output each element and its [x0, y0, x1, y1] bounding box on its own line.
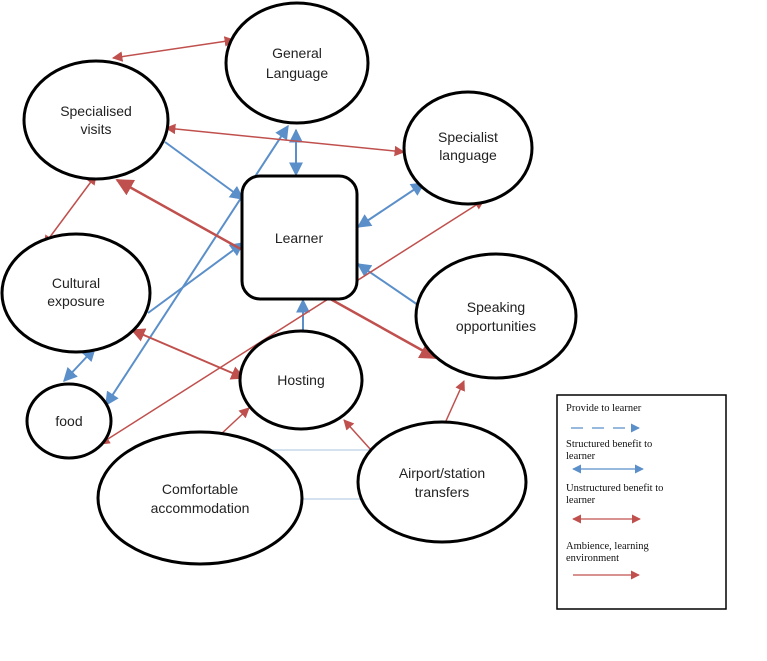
node-comfortable-accommodation-label-1: Comfortable [162, 481, 238, 497]
node-specialised-visits-label-2: visits [80, 121, 111, 137]
node-learner-label: Learner [275, 230, 324, 246]
node-food: food [25, 382, 113, 460]
legend: Provide to learner Structured benefit to… [556, 394, 727, 610]
node-specialist-language: Specialist language [402, 90, 534, 206]
node-learner: Learner [240, 174, 359, 301]
node-specialist-language-label-1: Specialist [438, 129, 498, 145]
arrow-specialist-language-learner [356, 182, 426, 228]
arrow-cultural-exposure-to-learner [147, 242, 245, 314]
node-general-language-label-2: Language [266, 65, 329, 81]
node-airport-station-transfers: Airport/station transfers [356, 420, 528, 544]
node-comfortable-accommodation-label-2: accommodation [151, 500, 250, 516]
node-cultural-exposure-label-2: exposure [47, 293, 105, 309]
node-speaking-opportunities: Speaking opportunities [414, 252, 578, 380]
legend-structured-label-2: learner [566, 451, 596, 462]
node-hosting-label: Hosting [277, 372, 324, 388]
node-specialised-visits-label-1: Specialised [60, 103, 132, 119]
legend-unstructured-label-1: Unstructured benefit to [566, 483, 663, 494]
arrow-specialised-visits-cultural-exposure [43, 174, 97, 246]
node-airport-transfers-label-1: Airport/station [399, 465, 485, 481]
legend-ambience-label-1: Ambience, learning [566, 541, 650, 552]
node-cultural-exposure: Cultural exposure [0, 232, 152, 354]
node-general-language: General Language [224, 1, 370, 125]
arrow-specialised-visits-specialist-language [164, 123, 406, 157]
arrow-food-specialist-language [99, 199, 485, 445]
node-hosting: Hosting [238, 329, 364, 431]
arrow-specialised-visits-to-learner [164, 141, 245, 200]
legend-unstructured-label-2: learner [566, 495, 596, 506]
arrow-airport-to-hosting [343, 419, 372, 451]
arrow-accommodation-to-hosting [218, 407, 250, 437]
legend-structured-label-1: Structured benefit to [566, 439, 652, 450]
node-airport-transfers-label-2: transfers [415, 484, 469, 500]
node-specialist-language-label-2: language [439, 147, 497, 163]
arrow-speaking-to-learner [356, 263, 419, 306]
arrow-cultural-exposure-food [63, 346, 96, 383]
arrow-specialised-visits-general-language [111, 36, 236, 62]
legend-provide-label: Provide to learner [566, 403, 642, 414]
legend-ambience-label-2: environment [566, 553, 619, 564]
arrow-cultural-exposure-hosting [130, 328, 246, 380]
node-food-label: food [55, 413, 82, 429]
node-cultural-exposure-label-1: Cultural [52, 275, 100, 291]
node-speaking-opportunities-label-1: Speaking [467, 299, 525, 315]
node-specialised-visits: Specialised visits [22, 59, 170, 181]
node-comfortable-accommodation: Comfortable accommodation [96, 430, 304, 566]
node-speaking-opportunities-label-2: opportunities [456, 318, 536, 334]
connectors [43, 36, 485, 500]
node-general-language-label-1: General [272, 45, 322, 61]
